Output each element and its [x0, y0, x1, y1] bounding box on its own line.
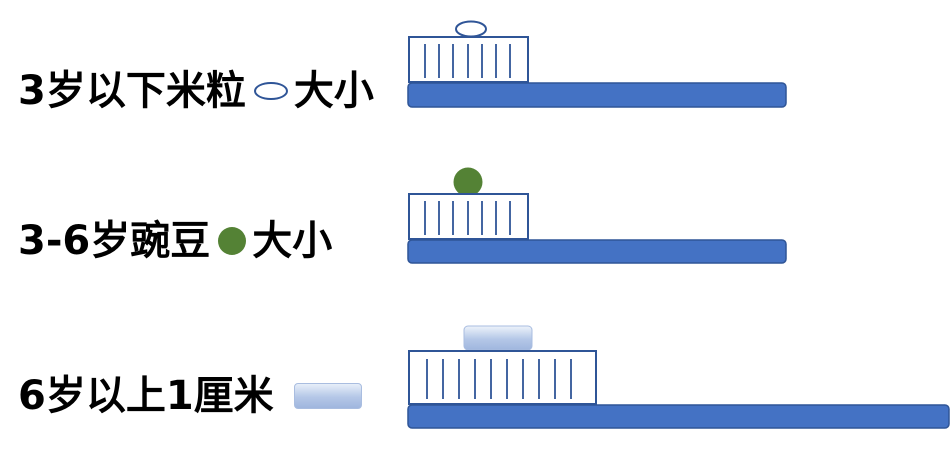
- row-suffix: 大小: [252, 218, 333, 264]
- row-text: 6岁以上1厘米: [18, 373, 274, 419]
- toothbrush-3-to-6: [407, 167, 787, 264]
- one-cm-paste: [463, 325, 533, 351]
- row-label-over-6: 6岁以上1厘米: [18, 376, 362, 416]
- row-label-3-to-6: 3-6岁豌豆 大小: [18, 221, 332, 261]
- row-text: 3岁以下米粒: [18, 68, 246, 114]
- toothbrush-under-3: [407, 20, 787, 108]
- rice-grain-icon: [253, 82, 288, 100]
- brush-handle: [407, 404, 950, 429]
- one-cm-pill-icon: [293, 383, 362, 409]
- row-label-under-3: 3岁以下米粒 大小: [18, 71, 374, 111]
- row-suffix: 大小: [293, 68, 374, 114]
- bristles: [424, 44, 511, 78]
- rice-grain-paste: [455, 20, 487, 38]
- pea-icon: [218, 227, 247, 255]
- row-text: 3-6岁豌豆: [18, 218, 211, 264]
- toothbrush-over-6: [407, 325, 950, 429]
- pea-paste: [453, 167, 483, 197]
- brush-head: [408, 350, 597, 405]
- brush-handle: [407, 239, 787, 264]
- bristles: [424, 201, 511, 235]
- brush-handle: [407, 82, 787, 108]
- bristles: [426, 359, 572, 399]
